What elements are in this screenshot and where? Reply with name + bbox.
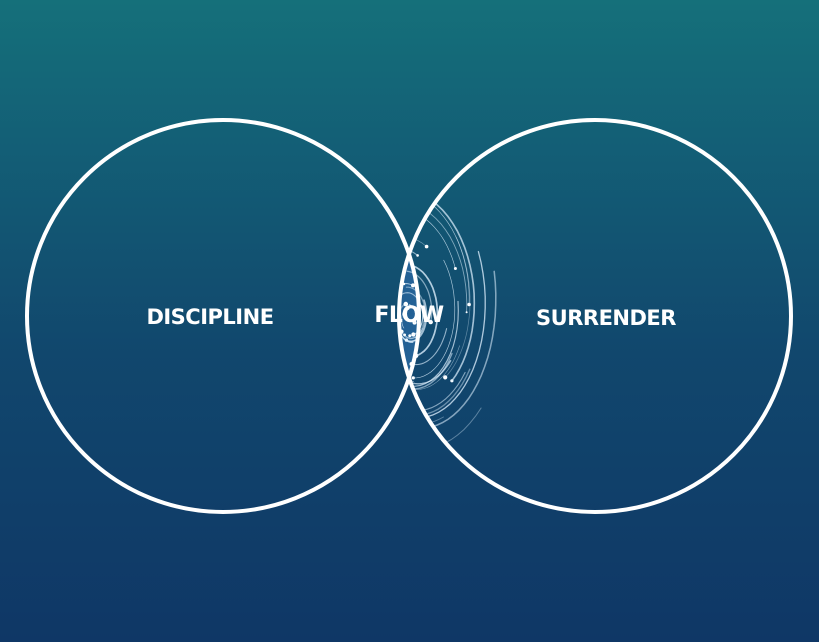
flow-streak bbox=[399, 303, 407, 334]
flow-particle bbox=[400, 258, 405, 263]
flow-particle bbox=[370, 366, 372, 368]
flow-particle bbox=[342, 343, 344, 345]
flow-particle bbox=[399, 373, 401, 377]
flow-particle bbox=[390, 374, 393, 377]
flow-streak bbox=[408, 304, 417, 324]
flow-label: FLOW bbox=[374, 303, 443, 328]
flow-particle bbox=[364, 361, 367, 364]
flow-particle bbox=[367, 288, 371, 292]
flow-particle bbox=[402, 413, 407, 418]
discipline-label: DISCIPLINE bbox=[146, 305, 273, 329]
flow-particle bbox=[362, 359, 365, 362]
flow-streak bbox=[399, 300, 459, 387]
flow-particle bbox=[391, 287, 393, 289]
flow-streak bbox=[405, 286, 427, 339]
flow-streak bbox=[399, 337, 447, 449]
flow-particle bbox=[407, 424, 412, 429]
flow-streak bbox=[325, 228, 365, 457]
flow-streak bbox=[408, 270, 497, 429]
flow-streak bbox=[410, 328, 448, 366]
flow-streak bbox=[411, 264, 439, 357]
flow-streak bbox=[313, 204, 394, 304]
flow-particle bbox=[392, 202, 395, 205]
flow-streak bbox=[399, 375, 482, 450]
surrender-circle bbox=[397, 118, 793, 514]
flow-particle bbox=[424, 244, 429, 249]
flow-streak bbox=[401, 308, 409, 329]
flow-particle bbox=[355, 305, 360, 310]
flow-particle bbox=[350, 375, 353, 378]
flow-streak bbox=[444, 236, 471, 378]
flow-particle bbox=[362, 226, 365, 229]
flow-streak bbox=[399, 300, 453, 390]
discipline-circle bbox=[25, 118, 421, 514]
flow-streak bbox=[412, 259, 456, 379]
flow-streak bbox=[399, 324, 414, 343]
surrender-label: SURRENDER bbox=[536, 306, 676, 330]
flow-particle bbox=[376, 348, 379, 351]
flow-streak bbox=[423, 195, 476, 382]
flow-particle bbox=[399, 259, 401, 262]
flow-particle bbox=[411, 332, 416, 337]
flow-particle bbox=[443, 375, 448, 380]
flow-particle bbox=[403, 301, 409, 307]
flow-particle bbox=[401, 245, 405, 248]
flow-particle bbox=[345, 337, 348, 340]
flow-streak bbox=[399, 202, 468, 313]
flow-particle bbox=[388, 281, 391, 284]
